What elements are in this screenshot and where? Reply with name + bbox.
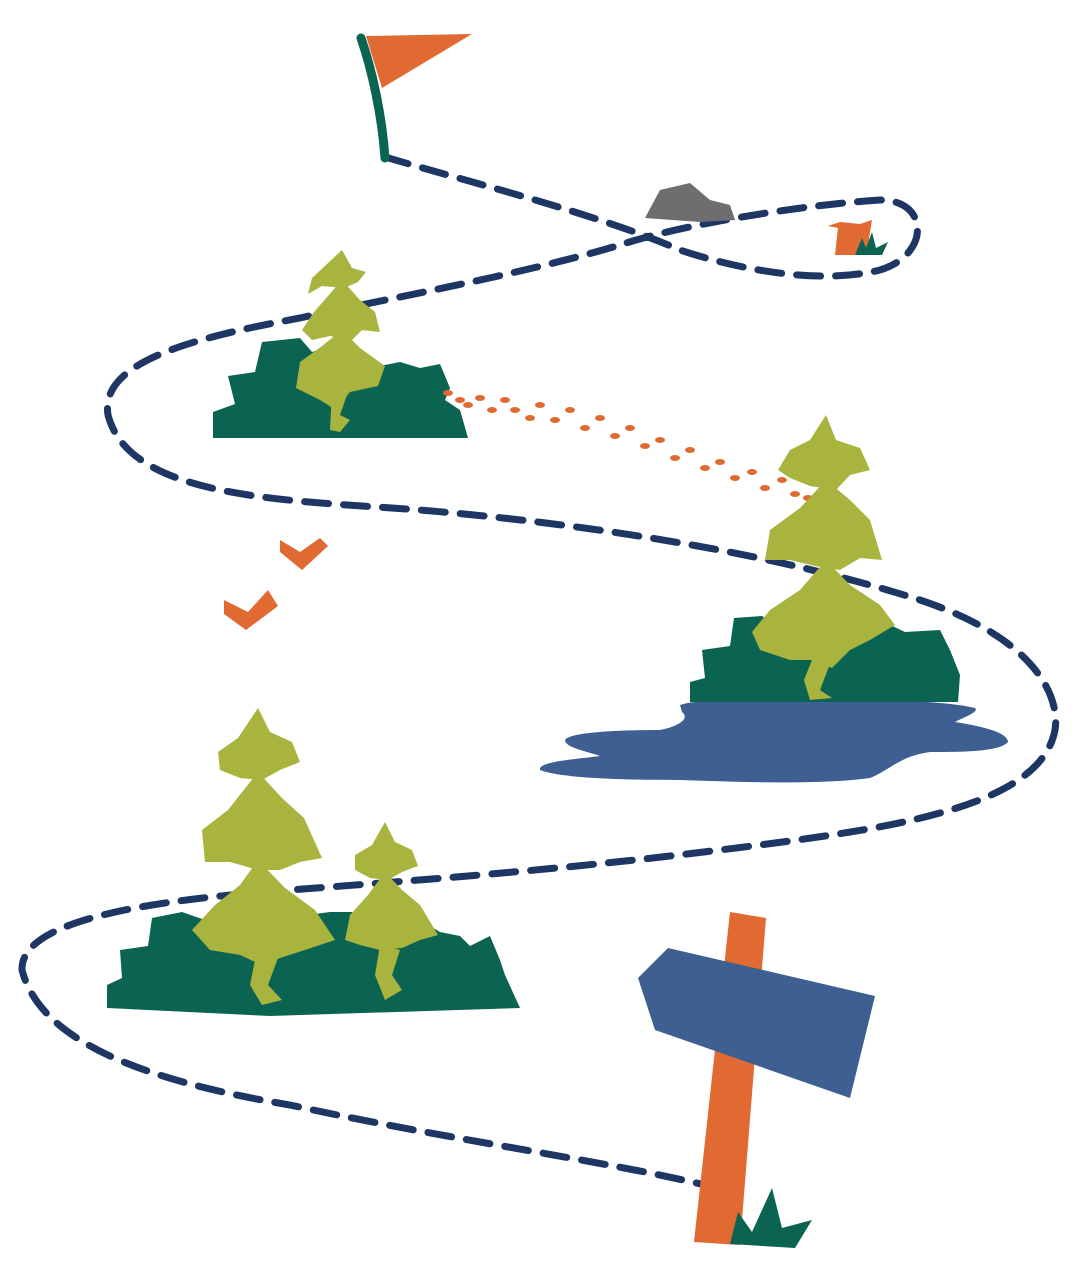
trail-path: [18, 153, 1060, 1189]
pine-tree-icon: [752, 415, 895, 700]
stump-icon: [828, 220, 888, 255]
footprints-icon: [443, 390, 813, 501]
forest-cluster-right: [690, 415, 960, 702]
signpost-icon: [638, 912, 875, 1248]
grass-icon: [730, 1188, 812, 1248]
pine-tree-icon: [192, 708, 335, 1005]
lake-icon: [539, 700, 1008, 783]
pine-tree-icon: [296, 250, 385, 432]
flag-icon: [356, 33, 472, 163]
pine-tree-icon: [345, 822, 438, 1000]
forest-cluster-top-left: [213, 250, 468, 438]
forest-cluster-bottom-left: [107, 708, 520, 1016]
rock-icon: [645, 183, 735, 222]
bird-icon: [224, 538, 328, 630]
